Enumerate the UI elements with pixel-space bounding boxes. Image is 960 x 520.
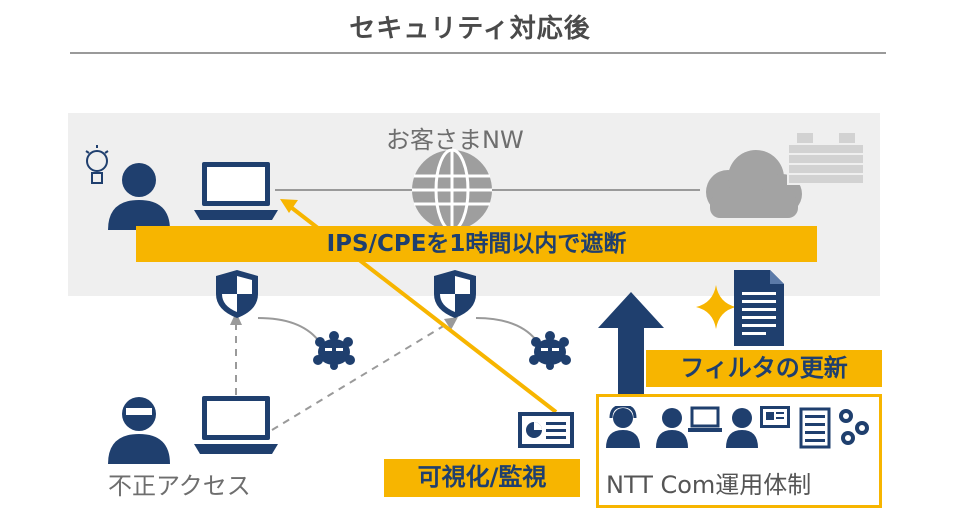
globe-icon xyxy=(412,148,492,232)
attacker-laptop-icon xyxy=(194,396,278,454)
gear-icon xyxy=(839,409,869,445)
cloud-icon xyxy=(706,150,802,218)
operator-monitor-icon xyxy=(726,406,790,448)
firewall-icon xyxy=(787,131,865,185)
shield-icon xyxy=(216,270,258,318)
document-icon xyxy=(734,270,784,346)
operator-laptop-icon xyxy=(656,406,722,448)
virus-icon xyxy=(529,331,571,370)
virus-icon xyxy=(313,331,355,370)
block-banner: IPS/CPEを1時間以内で遮断 xyxy=(136,226,817,262)
fraud-access-label: 不正アクセス xyxy=(108,472,251,500)
operator-headset-icon xyxy=(606,406,640,448)
threat-curve-right xyxy=(475,317,537,341)
arrow-up-icon xyxy=(598,292,664,394)
sparkle-icon xyxy=(696,285,736,329)
visualize-monitor-label: 可視化/監視 xyxy=(384,459,580,497)
title-divider xyxy=(70,52,886,54)
attack-path-right xyxy=(271,321,451,431)
threat-curve-left xyxy=(257,317,319,341)
ops-team-label: NTT Com運用体制 xyxy=(606,471,812,499)
attack-path-left-head xyxy=(230,312,242,325)
filter-update-label: フィルタの更新 xyxy=(646,350,882,387)
attack-path-right-head xyxy=(444,317,458,330)
page-title: セキュリティ対応後 xyxy=(349,14,591,44)
detection-arrow-head xyxy=(280,199,298,213)
shield-icon xyxy=(434,270,476,318)
server-icon xyxy=(799,407,831,449)
dashboard-icon xyxy=(518,412,574,448)
user-icon xyxy=(108,163,170,230)
attacker-icon xyxy=(108,397,170,464)
laptop-icon xyxy=(194,162,278,220)
lightbulb-icon xyxy=(85,145,109,184)
